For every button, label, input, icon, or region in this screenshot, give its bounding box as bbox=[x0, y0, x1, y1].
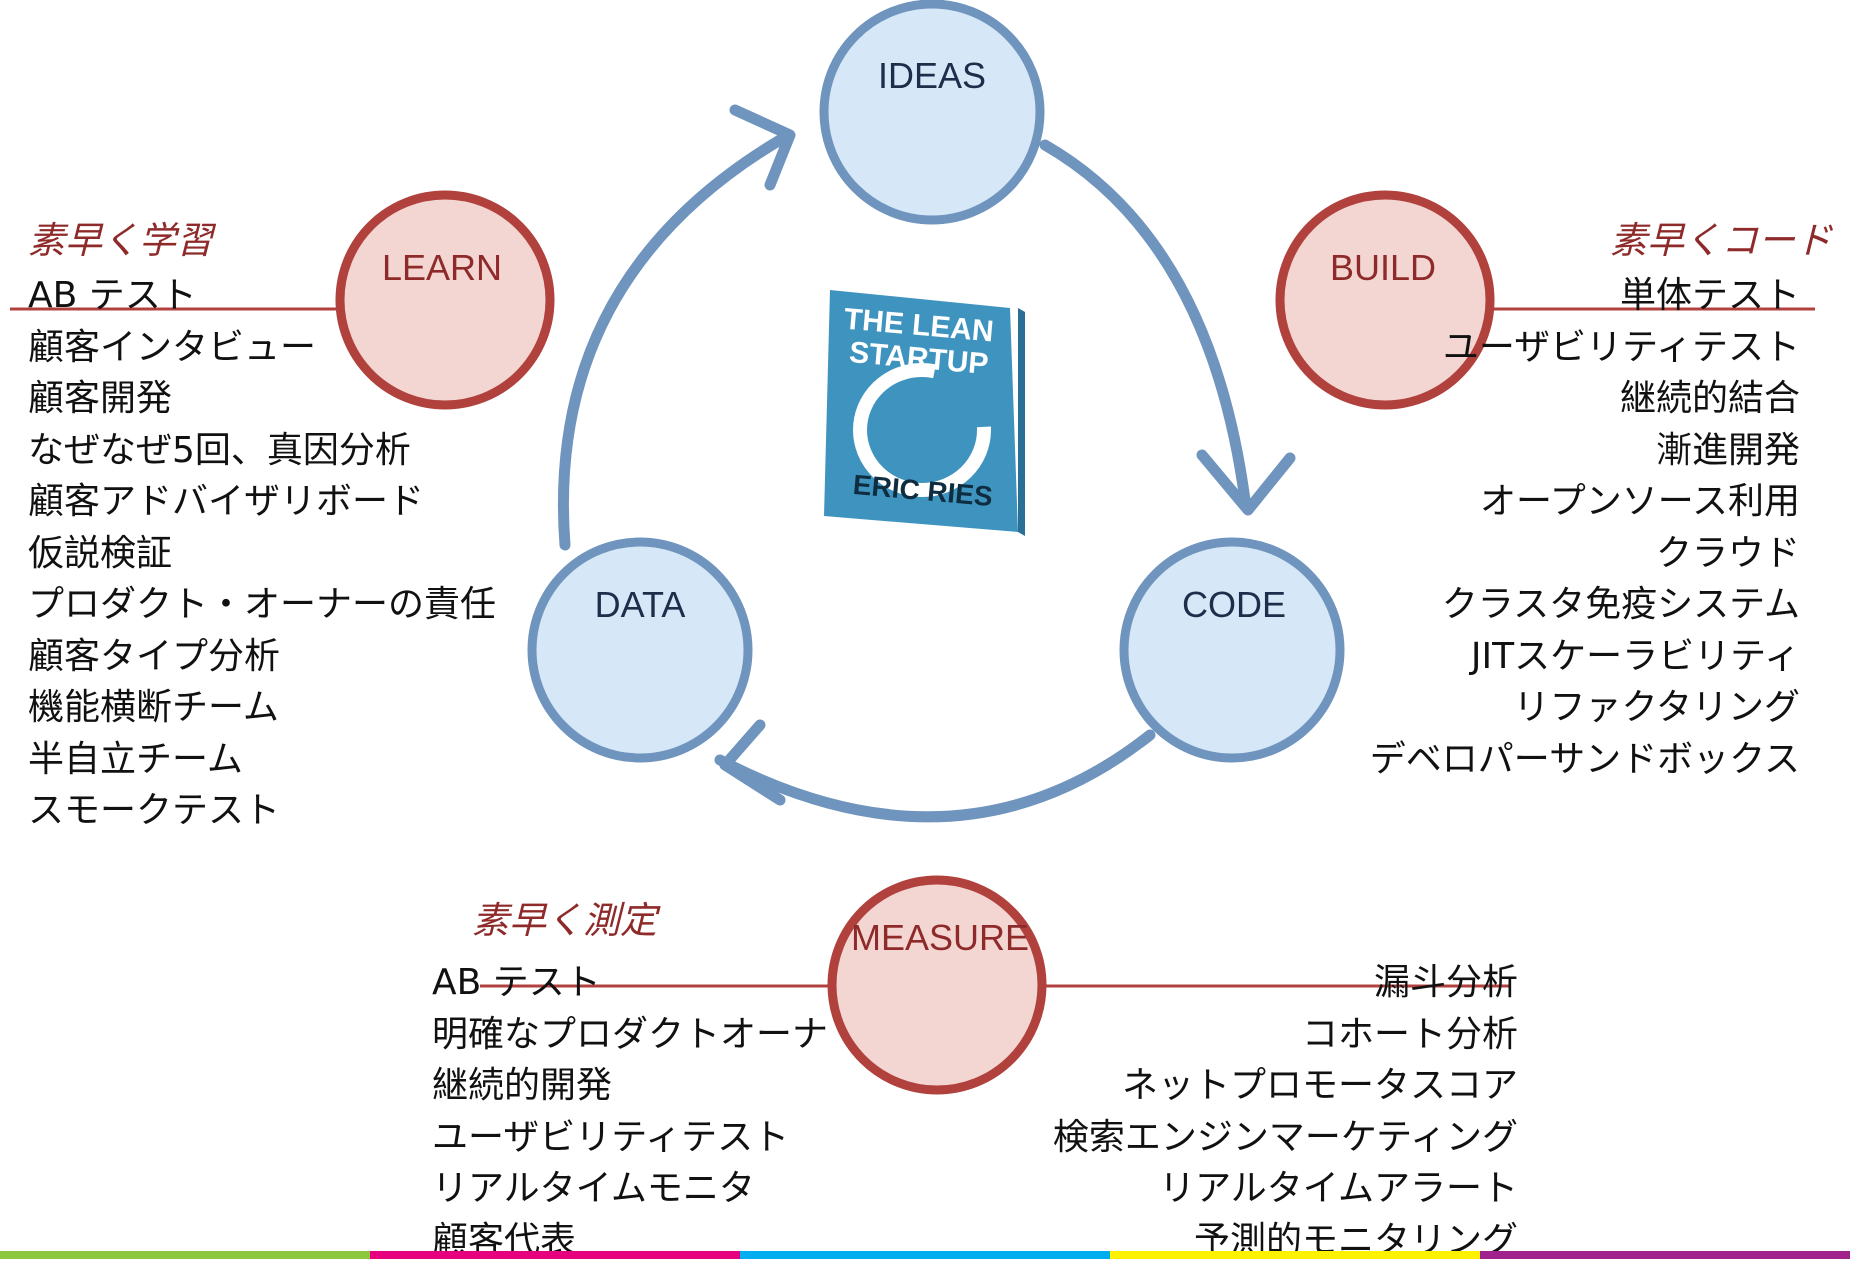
measure-practices-list-left: AB テスト 明確なプロダクトオーナ 継続的開発 ユーザビリティテスト リアルタ… bbox=[432, 957, 828, 1266]
measure-node: MEASURE bbox=[832, 880, 1042, 1090]
list-item: 仮説検証 bbox=[28, 528, 496, 580]
list-item: なぜなぜ5回、真因分析 bbox=[28, 425, 496, 477]
list-item: スモークテスト bbox=[28, 785, 496, 837]
arrow-code-to-data bbox=[720, 735, 1150, 817]
code-node-label: CODE bbox=[1182, 584, 1286, 625]
list-item: 顧客開発 bbox=[28, 373, 496, 425]
build-heading: 素早くコード bbox=[1610, 210, 1832, 264]
list-item: 単体テスト bbox=[1370, 270, 1800, 322]
list-item: 機能横断チーム bbox=[28, 682, 496, 734]
measure-practices-list-right: 漏斗分析 コホート分析 ネットプロモータスコア 検索エンジンマーケティング リア… bbox=[1053, 957, 1518, 1266]
arrow-data-to-ideas bbox=[563, 140, 780, 545]
list-item: リファクタリング bbox=[1370, 682, 1800, 734]
color-bar-segment bbox=[740, 1251, 1110, 1259]
list-item: 顧客タイプ分析 bbox=[28, 631, 496, 683]
list-item: AB テスト bbox=[432, 957, 828, 1009]
list-item: 半自立チーム bbox=[28, 734, 496, 786]
learn-heading: 素早く学習 bbox=[28, 210, 213, 264]
color-bar-segment bbox=[1480, 1251, 1850, 1259]
ideas-node-label: IDEAS bbox=[878, 55, 986, 96]
color-bar-segment bbox=[370, 1251, 740, 1259]
code-node: CODE bbox=[1124, 542, 1340, 758]
list-item: 継続的結合 bbox=[1370, 373, 1800, 425]
learn-practices-list: AB テスト 顧客インタビュー 顧客開発 なぜなぜ5回、真因分析 顧客アドバイザ… bbox=[28, 270, 496, 837]
arrow-ideas-to-code bbox=[1045, 145, 1245, 500]
list-item: ユーザビリティテスト bbox=[1370, 322, 1800, 374]
color-bar-segment bbox=[1110, 1251, 1480, 1259]
measure-heading: 素早く測定 bbox=[472, 890, 657, 944]
data-node-label: DATA bbox=[595, 584, 686, 625]
list-item: デベロパーサンドボックス bbox=[1370, 734, 1800, 786]
list-item: 検索エンジンマーケティング bbox=[1053, 1112, 1518, 1164]
list-item: 顧客インタビュー bbox=[28, 322, 496, 374]
list-item: AB テスト bbox=[28, 270, 496, 322]
list-item: クラスタ免疫システム bbox=[1370, 579, 1800, 631]
list-item: コホート分析 bbox=[1053, 1009, 1518, 1061]
list-item: クラウド bbox=[1370, 528, 1800, 580]
list-item: 漏斗分析 bbox=[1053, 957, 1518, 1009]
color-bar-segment bbox=[0, 1251, 370, 1259]
lean-startup-book-cover: THE LEAN STARTUP ERIC RIES bbox=[800, 290, 1025, 545]
list-item: 明確なプロダクトオーナ bbox=[432, 1009, 828, 1061]
list-item: ユーザビリティテスト bbox=[432, 1112, 828, 1164]
decorative-color-bar bbox=[0, 1251, 1850, 1259]
list-item: リアルタイムアラート bbox=[1053, 1163, 1518, 1215]
build-practices-list: 単体テスト ユーザビリティテスト 継続的結合 漸進開発 オープンソース利用 クラ… bbox=[1370, 270, 1800, 785]
list-item: 漸進開発 bbox=[1370, 425, 1800, 477]
arrow-head-data bbox=[725, 725, 780, 800]
list-item: 顧客アドバイザリボード bbox=[28, 476, 496, 528]
list-item: リアルタイムモニタ bbox=[432, 1163, 828, 1215]
ideas-node: IDEAS bbox=[824, 4, 1040, 220]
list-item: JITスケーラビリティ bbox=[1370, 631, 1800, 683]
list-item: 継続的開発 bbox=[432, 1060, 828, 1112]
measure-node-label: MEASURE bbox=[851, 917, 1029, 958]
list-item: ネットプロモータスコア bbox=[1053, 1060, 1518, 1112]
list-item: プロダクト・オーナーの責任 bbox=[28, 579, 496, 631]
list-item: オープンソース利用 bbox=[1370, 476, 1800, 528]
data-node: DATA bbox=[532, 542, 748, 758]
